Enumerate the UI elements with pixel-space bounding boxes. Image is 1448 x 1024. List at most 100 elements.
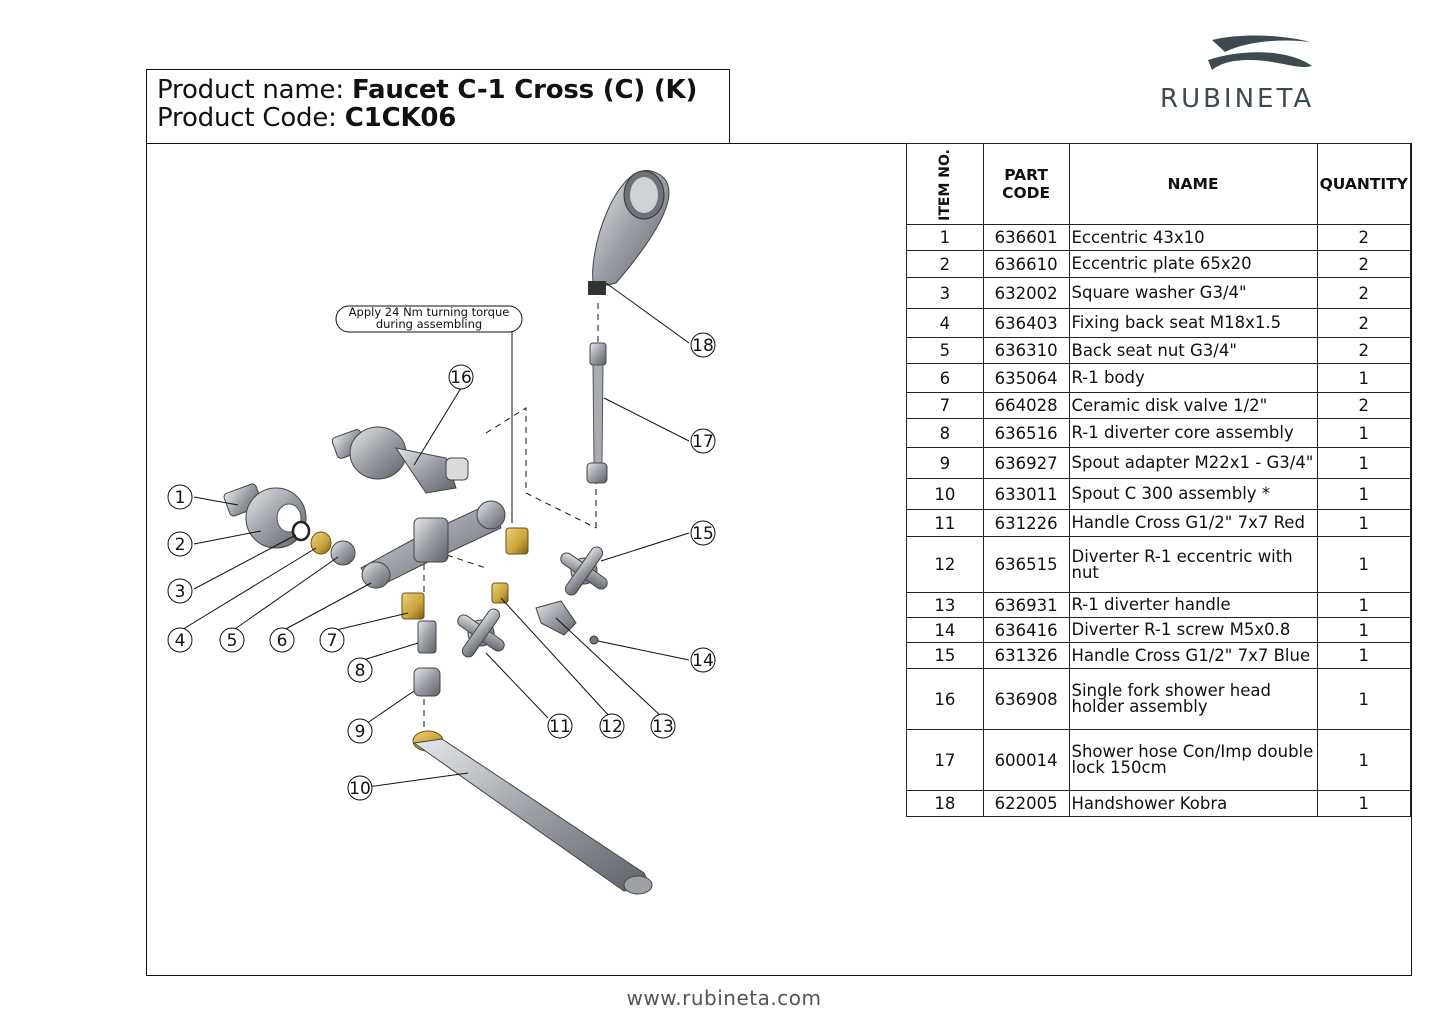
diverter-screw-part bbox=[589, 635, 599, 645]
part-code-cell: 600014 bbox=[982, 729, 1070, 791]
part-name-cell: R-1 diverter handle bbox=[1068, 592, 1318, 618]
quantity-cell: 2 bbox=[1316, 250, 1412, 278]
callout-9: 9 bbox=[347, 718, 373, 744]
part-name-cell: R-1 body bbox=[1068, 363, 1318, 393]
quantity-cell: 1 bbox=[1316, 536, 1412, 593]
quantity-cell: 1 bbox=[1316, 478, 1412, 510]
part-code-cell: 636610 bbox=[982, 250, 1070, 278]
part-code-header: PART CODE bbox=[982, 143, 1070, 225]
exploded-diagram: Apply 24 Nm turning torque during assemb… bbox=[167, 170, 716, 895]
part-code-cell: 636601 bbox=[982, 224, 1070, 251]
callout-label: 8 bbox=[355, 661, 366, 681]
drawing-frame bbox=[146, 143, 1412, 976]
callout-label: 9 bbox=[355, 722, 366, 742]
quantity-cell: 1 bbox=[1316, 642, 1412, 669]
part-name-cell: Eccentric 43x10 bbox=[1068, 224, 1318, 251]
callout-label: 3 bbox=[175, 582, 186, 602]
quantity-cell: 2 bbox=[1316, 224, 1412, 251]
callout-12: 12 bbox=[599, 713, 625, 739]
callout-label: 17 bbox=[692, 432, 714, 452]
item-no-cell: 1 bbox=[906, 224, 984, 251]
item-no-cell: 10 bbox=[906, 478, 984, 510]
part-code-cell: 664028 bbox=[982, 392, 1070, 419]
part-name-cell: Diverter R-1 eccentric with nut bbox=[1068, 536, 1318, 593]
torque-note-line1: Apply 24 Nm turning torque bbox=[349, 305, 510, 319]
item-no-cell: 9 bbox=[906, 447, 984, 479]
part-name-cell: Spout adapter M22x1 - G3/4" bbox=[1068, 447, 1318, 479]
callout-18: 18 bbox=[690, 332, 716, 358]
part-name-cell: Square washer G3/4" bbox=[1068, 277, 1318, 309]
part-name-cell: Handshower Kobra bbox=[1068, 790, 1318, 817]
item-no-cell: 8 bbox=[906, 418, 984, 448]
product-code-value: C1CK06 bbox=[344, 103, 457, 133]
part-code-cell: 636931 bbox=[982, 592, 1070, 618]
part-code-cell: 635064 bbox=[982, 363, 1070, 393]
callout-label: 13 bbox=[652, 717, 674, 737]
callout-label: 18 bbox=[692, 336, 714, 356]
quantity-cell: 1 bbox=[1316, 729, 1412, 791]
callout-label: 5 bbox=[227, 631, 238, 651]
part-code-cell: 636516 bbox=[982, 418, 1070, 448]
shower-holder-part bbox=[331, 426, 469, 494]
part-code-cell: 631226 bbox=[982, 509, 1070, 537]
quantity-cell: 2 bbox=[1316, 277, 1412, 309]
part-name-cell: Spout C 300 assembly * bbox=[1068, 478, 1318, 510]
body-part bbox=[360, 500, 506, 589]
callout-11: 11 bbox=[547, 713, 573, 739]
shower-hose-part bbox=[586, 342, 608, 484]
part-name-cell: R-1 diverter core assembly bbox=[1068, 418, 1318, 448]
callout-15: 15 bbox=[690, 520, 716, 546]
leader-lines bbox=[179, 282, 690, 789]
callout-10: 10 bbox=[347, 775, 373, 801]
callout-label: 7 bbox=[327, 631, 338, 651]
quantity-cell: 1 bbox=[1316, 363, 1412, 393]
part-code-cell: 622005 bbox=[982, 790, 1070, 817]
callout-label: 11 bbox=[549, 717, 571, 737]
part-name-cell: Fixing back seat M18x1.5 bbox=[1068, 308, 1318, 338]
item-no-cell: 15 bbox=[906, 642, 984, 669]
back-seat-nut-part bbox=[330, 540, 356, 566]
callout-label: 15 bbox=[692, 524, 714, 544]
part-code-cell: 636515 bbox=[982, 536, 1070, 593]
product-header: Product name: Faucet C-1 Cross (C) (K) P… bbox=[146, 69, 730, 143]
callout-17: 17 bbox=[690, 428, 716, 454]
part-name-cell: Handle Cross G1/2" 7x7 Blue bbox=[1068, 642, 1318, 669]
part-code-cell: 636908 bbox=[982, 668, 1070, 730]
part-name-cell: Back seat nut G3/4" bbox=[1068, 337, 1318, 364]
eccentric-part bbox=[223, 483, 307, 549]
part-code-cell: 636416 bbox=[982, 617, 1070, 643]
item-no-header: ITEM NO. bbox=[906, 143, 984, 225]
callout-label: 14 bbox=[692, 651, 714, 671]
product-code-label: Product Code: bbox=[157, 103, 337, 133]
quantity-cell: 1 bbox=[1316, 509, 1412, 537]
item-no-cell: 14 bbox=[906, 617, 984, 643]
part-code-cell: 631326 bbox=[982, 642, 1070, 669]
footer-url: www.rubineta.com bbox=[626, 986, 822, 1010]
item-no-cell: 18 bbox=[906, 790, 984, 817]
product-name-value: Faucet C-1 Cross (C) (K) bbox=[351, 75, 698, 105]
ceramic-valve-part bbox=[401, 527, 529, 620]
rubineta-logo-mark bbox=[1208, 35, 1312, 70]
part-code-cell: 636310 bbox=[982, 337, 1070, 364]
item-no-cell: 4 bbox=[906, 308, 984, 338]
quantity-cell: 2 bbox=[1316, 337, 1412, 364]
callout-label: 4 bbox=[175, 631, 186, 651]
quantity-cell: 1 bbox=[1316, 790, 1412, 817]
callout-2: 2 bbox=[167, 531, 193, 557]
item-no-cell: 3 bbox=[906, 277, 984, 309]
item-no-cell: 11 bbox=[906, 509, 984, 537]
callout-13: 13 bbox=[650, 713, 676, 739]
callout-4: 4 bbox=[167, 627, 193, 653]
torque-note-line2: during assembling bbox=[376, 317, 482, 331]
